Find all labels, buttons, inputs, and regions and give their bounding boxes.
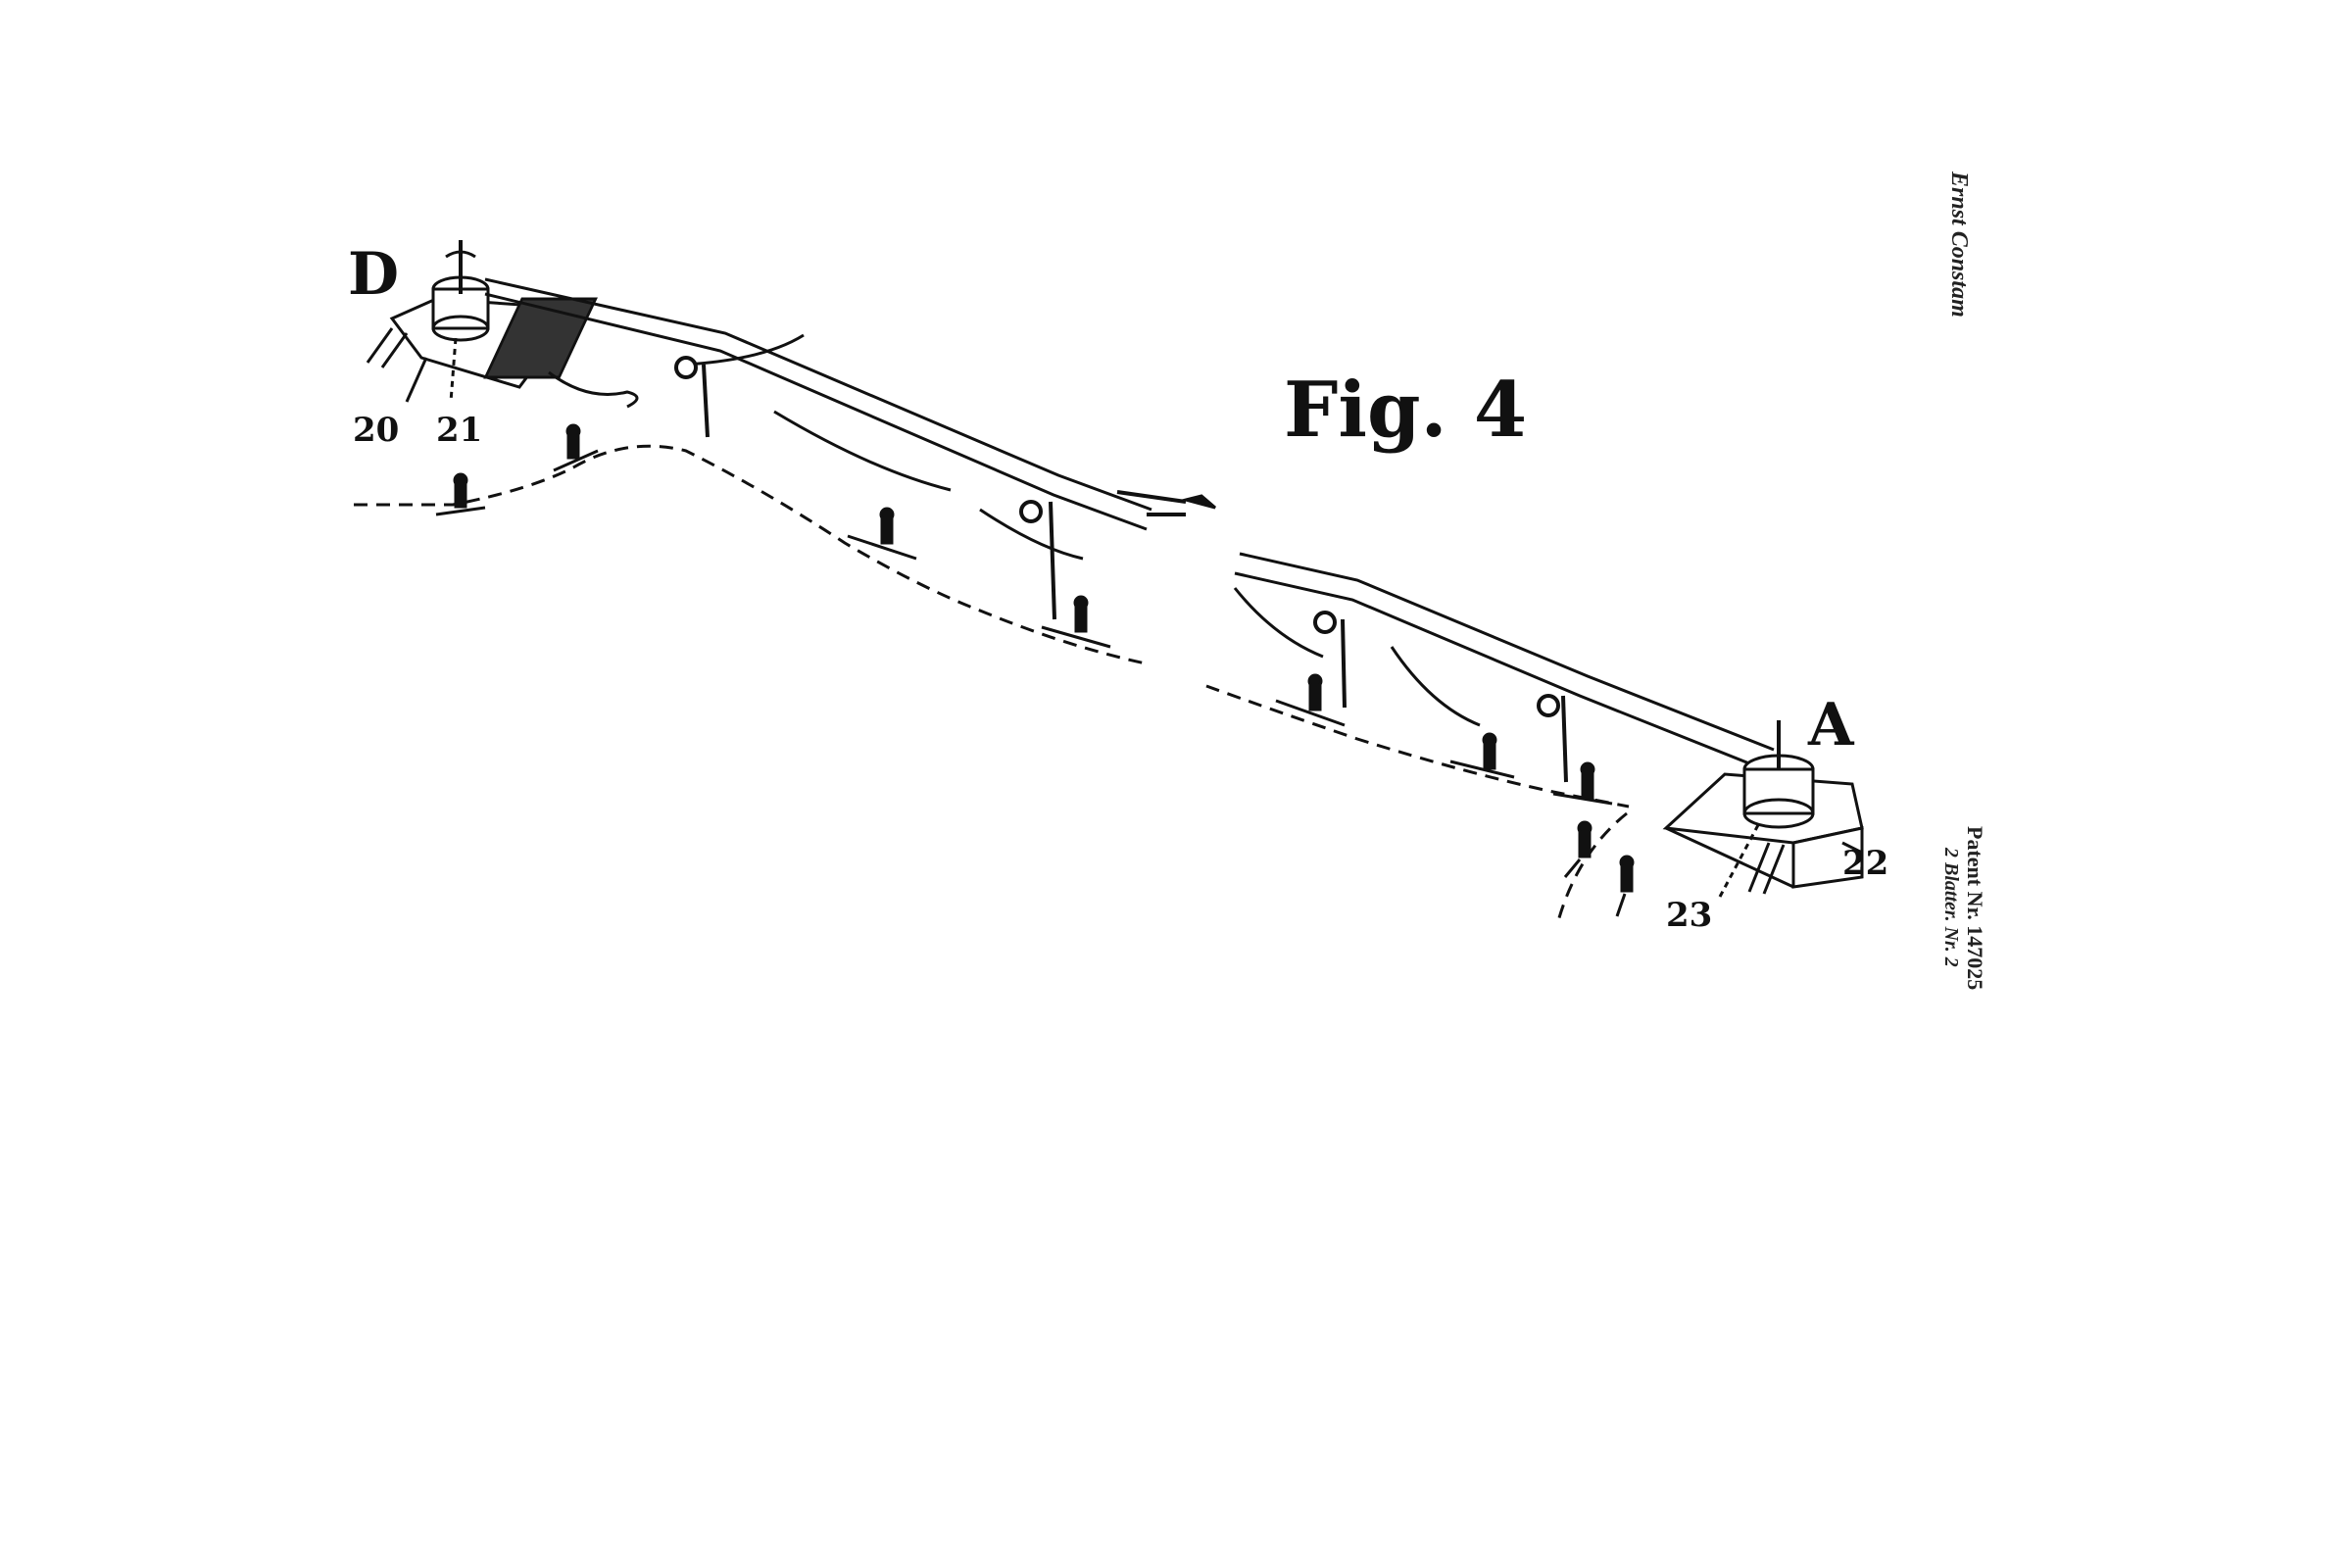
haul-cable — [485, 279, 1774, 769]
patent-number: Patent Nr. 147025 — [1962, 826, 1987, 990]
ref-numeral-22: 22 — [1842, 844, 1888, 883]
sheet-number: 2 Blatter. Nr. 2 — [1939, 848, 1962, 967]
ref-numeral-23: 23 — [1666, 896, 1712, 935]
station-label-d: D — [348, 240, 399, 309]
inventor-name: Ernst Constam — [1945, 172, 1972, 318]
skiers — [436, 425, 1633, 916]
top-station-d — [368, 240, 637, 407]
figure-title: Fig. 4 — [1284, 366, 1527, 455]
ref-numeral-20: 20 — [353, 411, 399, 450]
ref-numeral-21: 21 — [436, 411, 482, 450]
station-label-a: A — [1807, 691, 1855, 760]
